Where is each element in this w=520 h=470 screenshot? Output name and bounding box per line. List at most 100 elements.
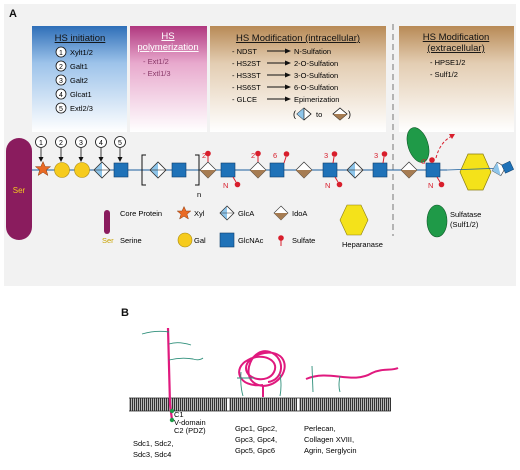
sulfate-icon bbox=[331, 151, 338, 164]
step-markers: 1 2 3 4 5 bbox=[35, 136, 126, 162]
step-number-badge bbox=[35, 136, 47, 148]
step-number: 1 bbox=[39, 140, 43, 147]
secreted-names-line3: Agrin, Serglycin bbox=[304, 446, 357, 455]
modification-product: 2-O-Sulfation bbox=[294, 59, 338, 68]
sulfate-icon bbox=[255, 150, 261, 162]
extracellular-title-line1: HS Modification bbox=[423, 32, 490, 43]
initiation-item: 3 Galt2 bbox=[55, 74, 88, 86]
released-sulfate-icon bbox=[429, 134, 455, 163]
step-number-badge bbox=[55, 88, 67, 100]
enzyme-name: Galt1 bbox=[70, 62, 88, 71]
gal-circle bbox=[54, 162, 70, 178]
repeat-subscript: n bbox=[197, 190, 201, 199]
legend-sulfate: Sulfate bbox=[292, 236, 315, 245]
polymerization-item: - Extl1/3 bbox=[143, 69, 171, 78]
initiation-title: HS initiation bbox=[55, 33, 106, 44]
sulfation-position: 3 bbox=[324, 151, 328, 160]
step-number-badge bbox=[55, 136, 67, 148]
legend-serine-abbr: Ser bbox=[102, 236, 114, 245]
modification-enzyme: - GLCE bbox=[232, 95, 257, 104]
syndecan-vdomain-label: V-domain bbox=[174, 418, 206, 427]
sulfate-icon bbox=[205, 150, 211, 162]
glcnac-square bbox=[113, 162, 129, 178]
secreted-names-line1: Perlecan, bbox=[304, 424, 336, 433]
modification-enzyme: - HS2ST bbox=[232, 59, 261, 68]
sulfate-icon bbox=[283, 151, 290, 164]
modification-product: N-Sulfation bbox=[294, 47, 331, 56]
step-number: 4 bbox=[99, 140, 103, 147]
step-number-badge bbox=[75, 136, 87, 148]
panel-b-label: B bbox=[121, 307, 129, 319]
sulfation-position: 3 bbox=[374, 151, 378, 160]
legend-core-protein-swatch bbox=[104, 210, 110, 234]
legend-sulfatase-ellipse bbox=[426, 204, 448, 238]
extracellular-item: - Sulf1/2 bbox=[430, 70, 458, 79]
cleaved-fragment bbox=[446, 160, 514, 177]
legend-gal-circle bbox=[177, 232, 193, 248]
glypican-proteoglycan bbox=[237, 350, 286, 397]
glypican-names-line2: Gpc3, Gpc4, bbox=[235, 435, 277, 444]
membrane-secreted bbox=[299, 398, 391, 411]
epimer-to: to bbox=[316, 110, 322, 119]
step-number-badge bbox=[55, 60, 67, 72]
step-number: 4 bbox=[59, 92, 63, 99]
legend-glca-diamond bbox=[219, 205, 235, 221]
syndecan-proteoglycan bbox=[141, 327, 204, 423]
idoa-diamond bbox=[249, 161, 267, 179]
initiation-item: 5 Extl2/3 bbox=[55, 102, 93, 114]
polymerization-title-line1: HS bbox=[161, 31, 174, 42]
step-number: 2 bbox=[59, 64, 63, 71]
step-number: 3 bbox=[59, 78, 63, 85]
modification-enzyme: - HS3ST bbox=[232, 71, 261, 80]
legend-idoa: IdoA bbox=[292, 209, 307, 218]
idoa-diamond-icon bbox=[332, 107, 348, 121]
glypican-names-line1: Gpc1, Gpc2, bbox=[235, 424, 277, 433]
idoa-diamond bbox=[400, 161, 418, 179]
glca-diamond bbox=[149, 161, 167, 179]
sulfation-position: 2 bbox=[251, 151, 255, 160]
repeat-bracket bbox=[141, 154, 200, 186]
serine-label: Ser bbox=[13, 186, 26, 195]
enzyme-name: Glcat1 bbox=[70, 90, 92, 99]
glca-diamond bbox=[346, 161, 364, 179]
syndecan-c1-label: C1 bbox=[174, 410, 184, 419]
glca-diamond bbox=[93, 161, 111, 179]
arrow-heads bbox=[285, 48, 291, 102]
legend-gal: Gal bbox=[194, 236, 206, 245]
step-number: 5 bbox=[59, 106, 63, 113]
extracellular-title-line2: (extracellular) bbox=[427, 43, 485, 54]
n-sulfation-label: N bbox=[428, 181, 433, 190]
enzyme-name: Xylt1/2 bbox=[70, 48, 93, 57]
enzyme-name: Galt2 bbox=[70, 76, 88, 85]
reaction-arrows bbox=[267, 50, 287, 100]
close-paren: ) bbox=[348, 109, 351, 119]
step-number-badge bbox=[95, 136, 107, 148]
modification-list: - NDST - HS2ST - HS3ST - HS6ST - GLCE N-… bbox=[232, 47, 351, 121]
modification-product: Epimerization bbox=[294, 95, 339, 104]
polymerization-title-line2: polymerization bbox=[137, 42, 198, 53]
step-number-badge bbox=[114, 136, 126, 148]
legend-idoa-diamond bbox=[273, 205, 289, 221]
sulfatase-enzyme bbox=[406, 127, 430, 163]
legend-glcnac: GlcNAc bbox=[238, 236, 264, 245]
initiation-item: 1 Xylt1/2 bbox=[55, 46, 93, 58]
initiation-box bbox=[32, 26, 127, 132]
n-sulfation-label: N bbox=[223, 181, 228, 190]
legend-heparanase: Heparanase bbox=[342, 240, 383, 249]
polymerization-item: - Ext1/2 bbox=[143, 57, 169, 66]
extracellular-item: - HPSE1/2 bbox=[430, 58, 465, 67]
initiation-list: 1 Xylt1/2 2 Galt1 3 Galt2 4 Glcat1 5 Ext… bbox=[55, 46, 93, 114]
glcnac-square bbox=[322, 162, 338, 178]
panel-a-label: A bbox=[9, 8, 17, 20]
modification-product: 3-O-Sulfation bbox=[294, 71, 338, 80]
step-number-badge bbox=[55, 74, 67, 86]
sulfation-position: 6 bbox=[273, 151, 277, 160]
sulfate-icon bbox=[334, 176, 343, 188]
step-number-badge bbox=[55, 102, 67, 114]
syndecan-c2-label: C2 (PDZ) bbox=[174, 426, 206, 435]
sulfate-icon bbox=[436, 176, 445, 188]
idoa-diamond bbox=[295, 161, 313, 179]
legend-sulfatase-line2: (Sulf1/2) bbox=[450, 220, 479, 229]
xyl-star bbox=[34, 160, 52, 177]
